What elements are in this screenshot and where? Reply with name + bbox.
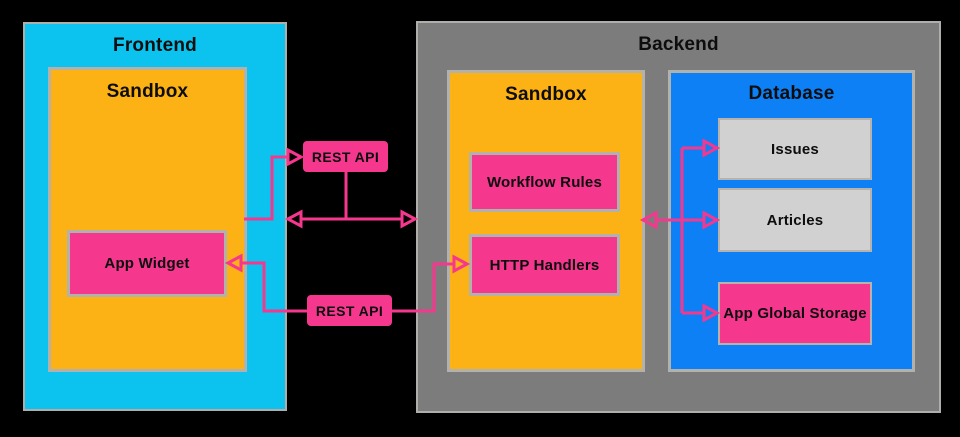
articles-label: Articles (766, 211, 824, 229)
arrow-frontend-backend-bidirectional (284, 172, 419, 229)
database-title: Database (748, 83, 835, 104)
workflow-rules-label: Workflow Rules (486, 173, 603, 191)
rest-api-bottom-box: REST API (307, 295, 392, 326)
rest-api-bottom-label: REST API (315, 302, 384, 319)
issues-label: Issues (771, 140, 819, 158)
workflow-rules-box: Workflow Rules (469, 152, 620, 212)
app-global-storage-box: App Global Storage (718, 282, 872, 345)
app-global-storage-label: App Global Storage (723, 305, 867, 322)
app-widget-label: App Widget (104, 255, 190, 272)
rest-api-top-label: REST API (311, 148, 380, 165)
app-widget-box: App Widget (67, 230, 227, 297)
http-handlers-box: HTTP Handlers (469, 234, 620, 296)
database-container: Database Issues Articles App Global Stor… (668, 70, 915, 372)
frontend-container: Frontend Sandbox App Widget (23, 22, 287, 411)
frontend-title: Frontend (113, 35, 197, 56)
backend-sandbox-title: Sandbox (505, 84, 587, 105)
frontend-sandbox-title: Sandbox (106, 81, 189, 102)
articles-box: Articles (718, 188, 872, 252)
backend-sandbox: Sandbox Workflow Rules HTTP Handlers (447, 70, 645, 372)
backend-container: Backend Sandbox Workflow Rules HTTP Hand… (416, 21, 941, 413)
backend-title: Backend (638, 34, 719, 55)
rest-api-top-box: REST API (303, 141, 388, 172)
frontend-sandbox: Sandbox App Widget (48, 67, 247, 372)
http-handlers-label: HTTP Handlers (489, 256, 600, 274)
issues-box: Issues (718, 118, 872, 180)
